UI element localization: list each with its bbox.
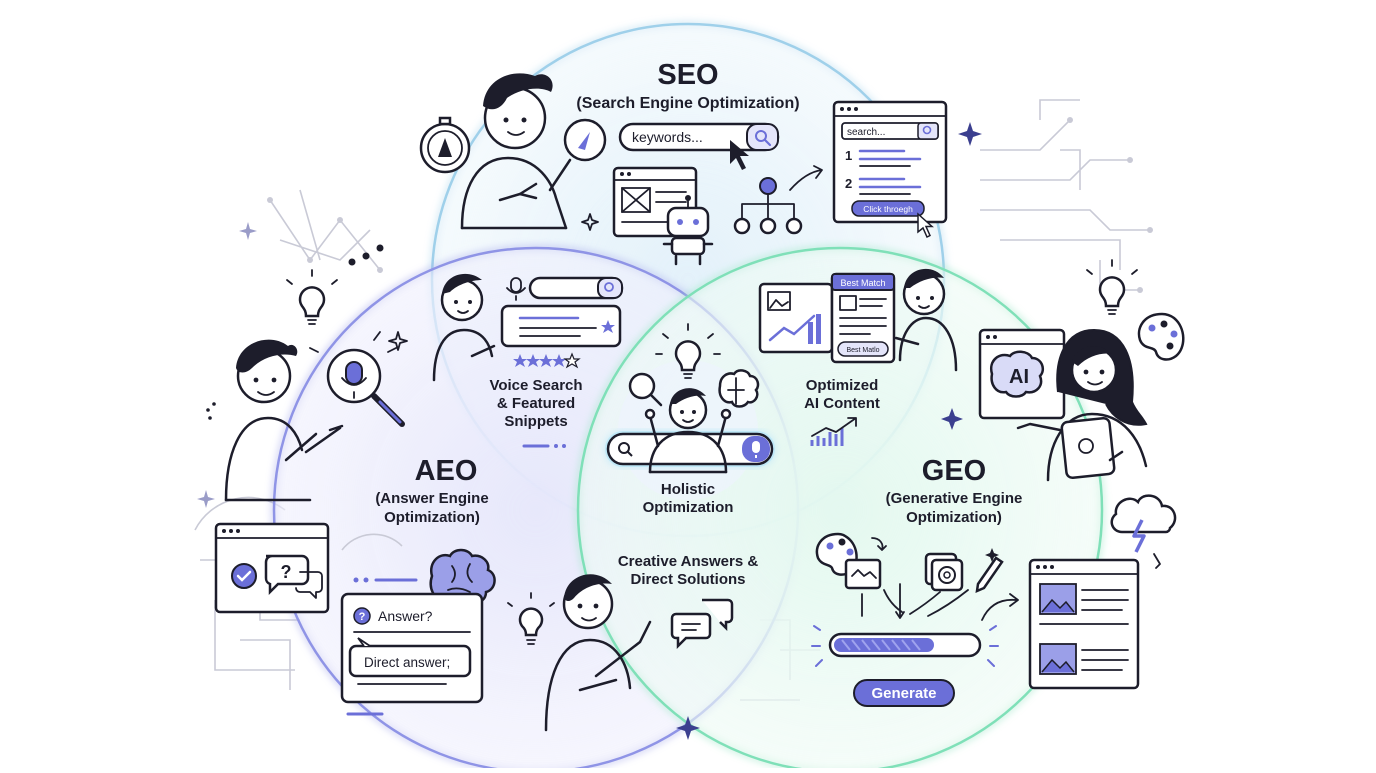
- seo-search-bar[interactable]: keywords...: [618, 122, 780, 152]
- magnifier-icon: [628, 372, 663, 407]
- sparkle-icon: [676, 716, 700, 740]
- geo-subtitle-line-2: Optimization): [906, 509, 1002, 526]
- aeo-title: AEO: [415, 455, 478, 487]
- answer-question-text: Answer?: [378, 608, 433, 624]
- sparkle-icon: [388, 331, 408, 351]
- star-rating: [513, 352, 581, 369]
- lightbulb-icon: [1086, 259, 1138, 315]
- click-through-label: Click throegh: [863, 204, 913, 214]
- cursor-icon: [917, 212, 934, 239]
- lightbulb-icon: [286, 269, 338, 325]
- overlap-aeo-geo-line-2: Direct Solutions: [630, 571, 745, 588]
- cloud-lightning-icon: [1110, 494, 1177, 569]
- sparkle-icon: [239, 222, 257, 240]
- overlap-seo-aeo-line-2: & Featured: [497, 395, 575, 412]
- globe-compass-icon: [548, 118, 607, 192]
- search-results-window: search... 1 2 Click throegh: [832, 100, 948, 224]
- sitemap-icon: [733, 165, 823, 235]
- click-through-button[interactable]: Click throegh: [851, 200, 925, 217]
- pointing-person: [544, 574, 652, 732]
- generation-inputs: [815, 532, 1019, 621]
- best-match-label: Best Match: [840, 278, 885, 288]
- aeo-magnifier-microphone: [309, 331, 405, 427]
- aeo-person: [224, 339, 344, 502]
- center-label-line-2: Optimization: [643, 499, 734, 516]
- brain-icon: [429, 548, 496, 623]
- ai-chip-icon: [924, 552, 964, 592]
- generated-document: [1028, 558, 1140, 690]
- lightbulb-icon: [655, 323, 721, 379]
- qa-window: ?: [214, 522, 330, 614]
- sparkle-icon: [581, 213, 599, 231]
- compass-icon: [419, 116, 471, 174]
- geo-person: [1016, 328, 1148, 482]
- results-search-bar[interactable]: search...: [841, 122, 939, 140]
- seo-title: SEO: [657, 59, 718, 91]
- seo-search-text: keywords...: [632, 129, 703, 145]
- sparkle-icon: [941, 408, 963, 430]
- direct-answer-text: Direct answer;: [364, 655, 450, 670]
- seo-subtitle: (Search Engine Optimization): [576, 95, 799, 112]
- growth-chart-icon: [810, 417, 857, 446]
- sparkle-icon: [197, 490, 215, 508]
- geo-subtitle-line-1: (Generative Engine: [886, 490, 1023, 507]
- cursor-icon: [730, 140, 749, 170]
- featured-snippet-card: [500, 304, 622, 348]
- overlap-seo-geo-line-1: Optimized: [806, 377, 879, 394]
- qa-question-mark: ?: [281, 562, 292, 582]
- overlap-aeo-geo-line-1: Creative Answers &: [618, 553, 759, 570]
- overlap-seo-aeo-line-3: Snippets: [504, 413, 567, 430]
- result-number-2: 2: [845, 176, 852, 191]
- center-person: [644, 388, 732, 474]
- best-match-bottom-label: Best Matlo: [846, 347, 879, 354]
- lightbulb-icon: [507, 592, 555, 645]
- robot-icon: [662, 195, 714, 266]
- palette-icon: [1137, 312, 1185, 361]
- dots-decoration: [206, 244, 384, 420]
- aeo-subtitle-line-2: Optimization): [384, 509, 480, 526]
- ai-badge-text: AI: [1009, 366, 1029, 388]
- center-search-bar[interactable]: [605, 431, 775, 467]
- center-label-line-1: Holistic: [661, 481, 715, 498]
- tablet-icon: [1060, 416, 1124, 480]
- generate-button-label: Generate: [871, 685, 936, 702]
- voice-search-bar[interactable]: [528, 276, 624, 300]
- ai-window: AI: [978, 328, 1066, 420]
- overlap-seo-geo-line-2: AI Content: [804, 395, 880, 412]
- chat-bubbles-icon: [264, 554, 310, 596]
- progress-dots-aeo: [341, 533, 418, 583]
- brain-icon: [718, 369, 760, 408]
- direct-answer-card: ? Answer? Direct answer;: [340, 592, 484, 704]
- best-match-card: Best Match Best Matlo: [830, 272, 896, 364]
- result-number-1: 1: [845, 148, 852, 163]
- chat-bubbles-icon: [670, 598, 734, 650]
- geo-title: GEO: [922, 455, 986, 487]
- overlap-seo-aeo-line-1: Voice Search: [489, 377, 582, 394]
- generation-progress-bar: [811, 625, 999, 667]
- results-search-text: search...: [847, 127, 885, 138]
- answer-question-icon: ?: [359, 611, 366, 623]
- microphone-icon: [506, 277, 526, 301]
- pencil-icon: [975, 548, 1004, 594]
- analytics-chart-window: [758, 282, 834, 354]
- voice-person: [432, 273, 496, 382]
- generate-button[interactable]: Generate: [853, 679, 955, 707]
- aeo-subtitle-line-1: (Answer Engine: [375, 490, 488, 507]
- content-person: [894, 268, 958, 372]
- sparkle-icon: [958, 122, 982, 146]
